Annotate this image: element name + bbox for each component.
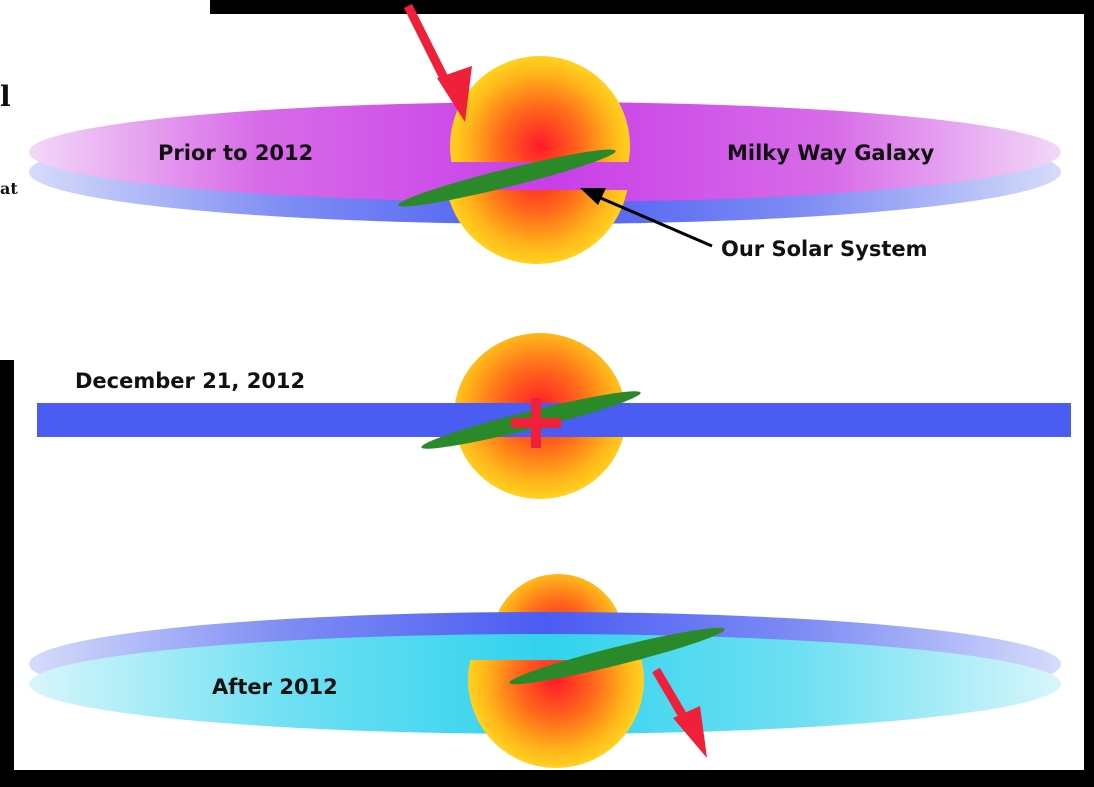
galactic-bulge-top [450, 56, 630, 162]
label-after: After 2012 [212, 675, 338, 699]
red-arrowhead-after [673, 706, 707, 758]
alignment-section: December 21, 2012 [37, 333, 1071, 499]
label-prior: Prior to 2012 [158, 141, 313, 165]
prior-section: Prior to 2012 Milky Way Galaxy Our Solar… [29, 3, 1061, 264]
scan-strip [0, 0, 210, 40]
label-solar-system: Our Solar System [721, 237, 928, 261]
cropped-fragment-1: l [0, 80, 11, 113]
label-galaxy: Milky Way Galaxy [727, 141, 935, 165]
red-arrowhead-prior [437, 66, 472, 122]
pointer-line [595, 194, 713, 248]
after-section: After 2012 [29, 574, 1061, 768]
pointer-arrowhead [580, 188, 606, 205]
alignment-cross-horizontal [511, 418, 561, 428]
galactic-bulge-bottom-after [468, 660, 644, 768]
solar-system-plane-prior [398, 149, 616, 207]
cropped-fragment-2: at [0, 179, 18, 198]
galactic-bulge-bottom [446, 190, 628, 264]
solar-system-plane-after [509, 627, 725, 685]
label-december: December 21, 2012 [75, 369, 305, 393]
